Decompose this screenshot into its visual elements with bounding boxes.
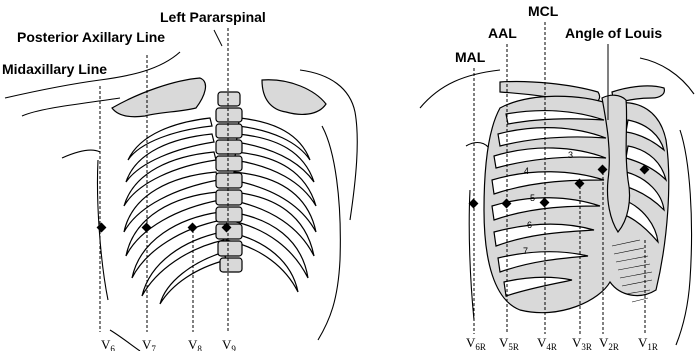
posterior-electrodes [97, 223, 232, 233]
lead-label-v6: V6 [101, 337, 115, 351]
rib-number-5: 5 [530, 193, 535, 203]
mal-label: MAL [455, 49, 486, 65]
aal-label: AAL [488, 25, 517, 41]
lead-label-v8: V8 [188, 337, 202, 351]
rib-number-6: 6 [527, 220, 532, 230]
left-paraspinal-label: Left Pararspinal [160, 9, 266, 25]
lead-label-v3r: V3R [572, 335, 592, 351]
spine [216, 92, 242, 272]
left-paraspinal-pointer [214, 30, 222, 46]
posterior-axillary-line-label: Posterior Axillary Line [17, 29, 165, 45]
mcl-label: MCL [528, 3, 559, 19]
posterior-view: Midaxillary Line Posterior Axillary Line… [2, 9, 357, 351]
rib-number-4: 4 [524, 166, 529, 176]
rib-number-3: 3 [568, 150, 573, 160]
lead-label-v5r: V5R [499, 335, 519, 351]
anterior-view: 3 4 5 6 7 MAL AAL MCL Angle of Louis V6R… [420, 3, 694, 351]
angle-of-louis-label: Angle of Louis [565, 25, 662, 41]
lead-label-v7: V7 [142, 337, 156, 351]
lead-label-v1r: V1R [638, 335, 658, 351]
rib-number-7: 7 [523, 246, 528, 256]
right-scapula [262, 80, 326, 115]
lead-label-v4r: V4R [537, 335, 557, 351]
posterior-left-ribs [124, 118, 226, 304]
electrode-v6 [97, 223, 107, 233]
lead-label-v6r: V6R [466, 335, 486, 351]
left-scapula [112, 78, 206, 117]
lead-label-v9: V9 [222, 337, 236, 351]
midaxillary-line-label: Midaxillary Line [2, 61, 107, 77]
lead-label-v2r: V2R [599, 335, 619, 351]
